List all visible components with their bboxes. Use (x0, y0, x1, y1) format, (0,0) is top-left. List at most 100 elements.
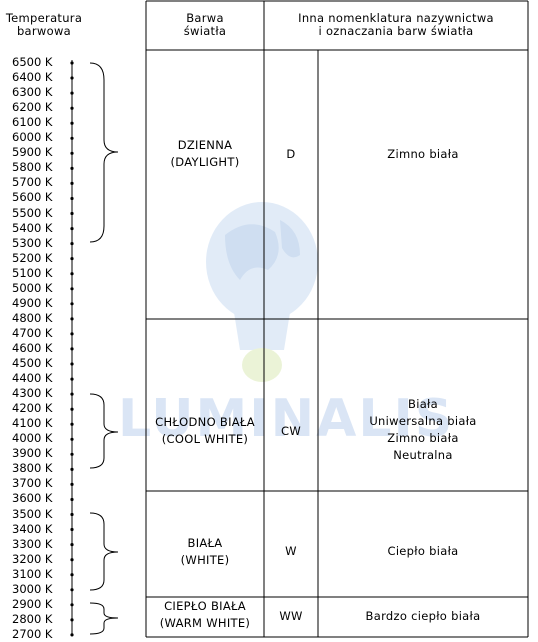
temperature-label: 4900 K (12, 295, 53, 310)
row-daylight-name-line1: DZIENNA (177, 138, 233, 152)
temperature-label: 4500 K (12, 356, 53, 370)
temperature-tick-dot (70, 76, 74, 80)
row-warm-white-name: CIEPŁO BIAŁA (WARM WHITE) (146, 598, 264, 632)
temperature-tick-dot (70, 121, 74, 125)
row-daylight-name: DZIENNA (DAYLIGHT) (146, 137, 264, 171)
temperature-label: 4100 K (12, 416, 53, 431)
row-daylight-name-line2: (DAYLIGHT) (170, 155, 240, 169)
temperature-label: 2900 K (12, 596, 53, 611)
temperature-tick-dot (70, 272, 74, 276)
temperature-label: 5700 K (12, 175, 53, 190)
temperature-tick-dot (70, 558, 74, 562)
temperature-label: 3700 K (12, 476, 53, 491)
temperature-tick-dot (70, 257, 74, 261)
temperature-label: 6200 K (12, 100, 53, 115)
temperature-tick-dot (70, 573, 74, 577)
header-temperature: Temperatura barwowa (0, 12, 88, 38)
row-white-name-line2: (WHITE) (180, 553, 230, 567)
temperature-tick-dot (70, 437, 74, 441)
row-cool-white-other-4: Neutralna (393, 448, 453, 462)
temperature-tick-dot (70, 497, 74, 502)
row-white-code: W (285, 544, 297, 558)
temperature-tick-dot (70, 211, 74, 216)
row-cool-white-name-line2: (COOL WHITE) (161, 432, 249, 446)
header-nomenclature-line1: Inna nomenklatura nazywnictwa (298, 11, 494, 25)
row-white-other: Ciepło biała (387, 544, 459, 558)
temperature-tick-dot (70, 527, 74, 532)
temperature-tick-dot (70, 302, 74, 306)
temperature-label: 6100 K (12, 115, 53, 130)
temperature-label: 2700 K (12, 626, 53, 641)
temperature-tick-dot (70, 362, 74, 366)
temperature-label: 6000 K (12, 130, 53, 145)
temperature-tick-dot (70, 242, 74, 246)
temperature-tick-dot (70, 91, 74, 95)
brace-white (89, 512, 119, 591)
row-white-name-line1: BIAŁA (187, 536, 223, 550)
temperature-tick-dot (70, 588, 74, 592)
temperature-tick-dot (70, 512, 74, 517)
temperature-label: 4800 K (12, 310, 53, 325)
temperature-label: 6400 K (12, 70, 53, 85)
temperature-tick-dot (70, 196, 74, 201)
temperature-label: 3200 K (12, 551, 53, 566)
row-cool-white-code: CW (280, 424, 301, 438)
row-warm-white-code: WW (279, 609, 303, 623)
temperature-label: 5800 K (12, 160, 53, 175)
temperature-tick-dot (70, 317, 74, 321)
temperature-label: 3100 K (12, 566, 53, 581)
row-warm-white-name-line1: CIEPŁO BIAŁA (164, 599, 246, 613)
temperature-tick-dot (70, 61, 74, 65)
temperature-label: 6500 K (12, 55, 53, 69)
temperature-tick-dot (70, 633, 74, 637)
temperature-tick-dot (70, 227, 74, 231)
temperature-tick-dot (70, 151, 74, 155)
header-barwa: Barwa światła (146, 12, 264, 38)
header-nomenclature-line2: i oznaczania barw światła (318, 24, 474, 38)
temperature-label: 6300 K (12, 85, 53, 100)
temperature-tick-dot (70, 392, 74, 396)
brace-warm-white (89, 602, 119, 635)
temperature-tick-dot (70, 543, 74, 547)
temperature-tick-dot (70, 467, 74, 471)
temperature-label: 3300 K (12, 536, 53, 551)
row-cool-white-name-line1: CHŁODNO BIAŁA (155, 415, 255, 429)
temperature-tick-dot (70, 166, 74, 170)
brace-daylight (89, 62, 119, 243)
brace-cool-white (89, 393, 119, 469)
header-nomenclature: Inna nomenklatura nazywnictwa i oznaczan… (264, 12, 528, 38)
temperature-label: 4000 K (12, 431, 53, 446)
row-cool-white-other-3: Zimno biała (387, 431, 459, 445)
watermark-text: LUMINALIS (118, 389, 455, 449)
temperature-label: 4600 K (12, 340, 53, 355)
row-daylight-other: Zimno biała (387, 147, 459, 161)
temperature-label: 3800 K (12, 461, 53, 476)
row-warm-white-other: Bardzo ciepło biała (365, 609, 481, 623)
temperature-tick-dot (70, 482, 74, 486)
temperature-label: 4300 K (12, 386, 53, 401)
temperature-label: 3900 K (12, 446, 53, 461)
temperature-tick-dot (70, 287, 74, 291)
header-temperature-line2: barwowa (16, 24, 72, 38)
temperature-label: 2800 K (12, 611, 53, 626)
temperature-label: 4700 K (12, 325, 53, 340)
temperature-tick-dot (70, 452, 74, 456)
temperature-tick-dot (70, 618, 74, 622)
header-barwa-line1: Barwa (186, 11, 224, 25)
temperature-label: 5100 K (12, 265, 53, 280)
temperature-label: 3500 K (12, 506, 53, 521)
header-barwa-line2: światła (183, 24, 227, 38)
temperature-tick-dot (70, 407, 74, 411)
temperature-label: 5400 K (12, 220, 53, 235)
temperature-label: 3000 K (12, 581, 53, 596)
temperature-label: 4400 K (12, 371, 53, 386)
temperature-tick-dot (70, 422, 74, 426)
temperature-tick-dot (70, 136, 74, 140)
temperature-tick-dot (70, 332, 74, 336)
row-cool-white-other-2: Uniwersalna biała (369, 414, 477, 428)
temperature-label: 5300 K (12, 235, 53, 250)
temperature-tick-dot (70, 106, 74, 110)
temperature-tick-dot (70, 377, 74, 381)
